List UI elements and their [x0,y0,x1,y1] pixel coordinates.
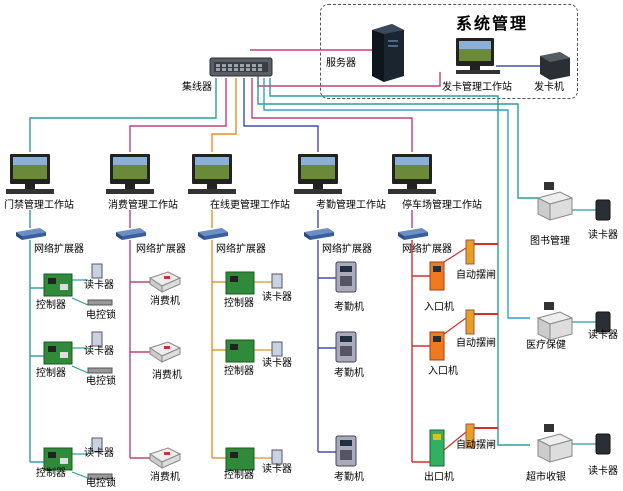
electric-lock-icon [87,299,113,306]
door-reader-label-2: 读卡器 [84,346,114,357]
workstation-computer-parking [388,154,436,194]
workstation-computer-attendance [294,154,342,194]
door-reader-label-3: 读卡器 [84,448,114,459]
card-reader-icon [91,263,103,279]
attendance-machine-icon [335,331,357,363]
parking-exit-label: 出口机 [424,472,454,483]
attendance-machine-label-2: 考勤机 [334,368,364,379]
parking-gate-label-3: 自动摆闸 [456,440,496,451]
medical-terminal-icon [536,302,574,341]
card-issuer-icon [540,52,570,80]
card-reader-icon [271,449,283,465]
online-controller-label-3: 控制器 [224,470,254,481]
door-lock-label-1: 电控锁 [86,310,116,321]
workstation-computer-consume [106,154,154,194]
auto-gate-icon [465,309,498,335]
supermarket-label: 超市收银 [526,472,566,483]
online-controller-label-1: 控制器 [224,298,254,309]
entrance-machine-icon [429,331,445,361]
door-controller-icon [43,447,73,471]
right-reader-label-1: 读卡器 [588,230,618,241]
auto-gate-icon [465,423,498,449]
auto-gate-icon [465,239,498,265]
ws-label-parking: 停车场管理工作站 [402,200,482,211]
ws-label-online: 在线更管理工作站 [210,200,290,211]
expander-label-parking: 网络扩展器 [402,244,452,255]
network-expander-icon [16,228,46,240]
attendance-machine-label-1: 考勤机 [334,302,364,313]
online-controller-label-2: 控制器 [224,366,254,377]
electric-lock-icon [87,367,113,374]
online-reader-label-3: 读卡器 [262,464,292,475]
right-reader-label-3: 读卡器 [588,466,618,477]
attendance-machine-icon [335,261,357,293]
online-controller-icon [225,271,255,295]
library-label: 图书管理 [530,236,570,247]
online-controller-icon [225,339,255,363]
parking-entrance-label-2: 入口机 [428,366,458,377]
network-expander-icon [304,228,334,240]
online-reader-label-2: 读卡器 [262,358,292,369]
parking-gate-label-2: 自动摆闸 [456,338,496,349]
card-issuer-label: 发卡机 [534,82,564,93]
card-reader-icon [271,341,283,357]
card-station-label: 发卡管理工作站 [442,82,512,93]
door-controller-label-1: 控制器 [36,300,66,311]
attendance-machine-icon [335,435,357,467]
expander-label-attendance: 网络扩展器 [322,244,372,255]
card-reader-icon [595,311,611,333]
expander-label-consume: 网络扩展器 [136,244,186,255]
ws-label-attendance: 考勤管理工作站 [316,200,386,211]
door-controller-label-3: 控制器 [36,468,66,479]
network-expander-icon [198,228,228,240]
attendance-machine-label-3: 考勤机 [334,472,364,483]
consume-machine-icon [148,271,182,293]
library-terminal-icon [536,182,574,221]
door-controller-icon [43,341,73,365]
network-expander-icon [398,228,428,240]
door-lock-label-2: 电控锁 [86,376,116,387]
door-reader-label-1: 读卡器 [84,280,114,291]
server-label: 服务器 [326,58,356,69]
workstation-computer-access [6,154,54,194]
right-reader-label-2: 读卡器 [588,330,618,341]
ws-label-access: 门禁管理工作站 [4,200,74,211]
card-reader-icon [595,433,611,455]
server-icon [372,24,404,82]
consume-machine-label-3: 消费机 [150,472,180,483]
workstation-computer-online [188,154,236,194]
door-controller-icon [43,273,73,297]
expander-label-access: 网络扩展器 [34,244,84,255]
consume-machine-label-1: 消费机 [150,296,180,307]
card-reader-icon [595,199,611,221]
card-reader-icon [91,331,103,347]
consume-machine-icon [148,341,182,363]
online-reader-label-1: 读卡器 [262,292,292,303]
door-controller-label-2: 控制器 [36,368,66,379]
online-controller-icon [225,447,255,471]
system-management-group [320,4,578,99]
electric-lock-icon [87,473,113,480]
consume-machine-label-2: 消费机 [152,370,182,381]
card-reader-icon [271,273,283,289]
door-lock-label-3: 电控锁 [86,478,116,489]
network-expander-icon [116,228,146,240]
exit-machine-icon [429,429,445,467]
consume-machine-icon [148,447,182,469]
card-station-computer [456,38,500,74]
system-management-title: 系统管理 [456,14,529,33]
hub-label: 集线器 [182,82,212,93]
medical-label: 医疗保健 [526,340,566,351]
hub-device [209,57,273,77]
entrance-machine-icon [429,261,445,291]
parking-gate-label-1: 自动摆闸 [456,270,496,281]
expander-label-online: 网络扩展器 [216,244,266,255]
card-reader-icon [91,437,103,453]
supermarket-terminal-icon [536,424,574,463]
ws-label-consume: 消费管理工作站 [108,200,178,211]
parking-entrance-label-1: 入口机 [424,302,454,313]
